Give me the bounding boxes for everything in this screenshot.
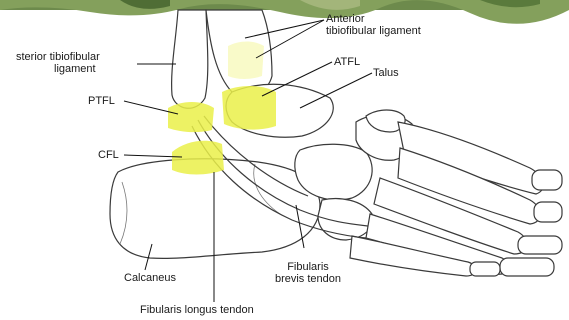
calcaneus-label: Calcaneus xyxy=(124,272,176,284)
anterior-tibiofibular-ligament-label: Anterior tibiofibular ligament xyxy=(326,13,421,37)
calcaneus-bone xyxy=(110,159,320,259)
ptfl-ligament xyxy=(168,102,214,132)
cfl-label: CFL xyxy=(98,149,119,161)
fibularis-longus-tendon-label: Fibularis longus tendon xyxy=(140,304,254,316)
talus-label: Talus xyxy=(373,67,399,79)
posterior-tibiofibular-ligament-label: sterior tibiofibular ligament xyxy=(16,51,100,75)
atfl-label: ATFL xyxy=(334,56,360,68)
ptfl-label: PTFL xyxy=(88,95,115,107)
background-foliage xyxy=(0,0,569,24)
fibularis-brevis-tendon-label: Fibularis brevis tendon xyxy=(262,261,354,285)
anterior-tibiofibular-ligament xyxy=(228,42,264,80)
atfl-ligament xyxy=(222,86,276,130)
cfl-ligament xyxy=(172,141,224,175)
